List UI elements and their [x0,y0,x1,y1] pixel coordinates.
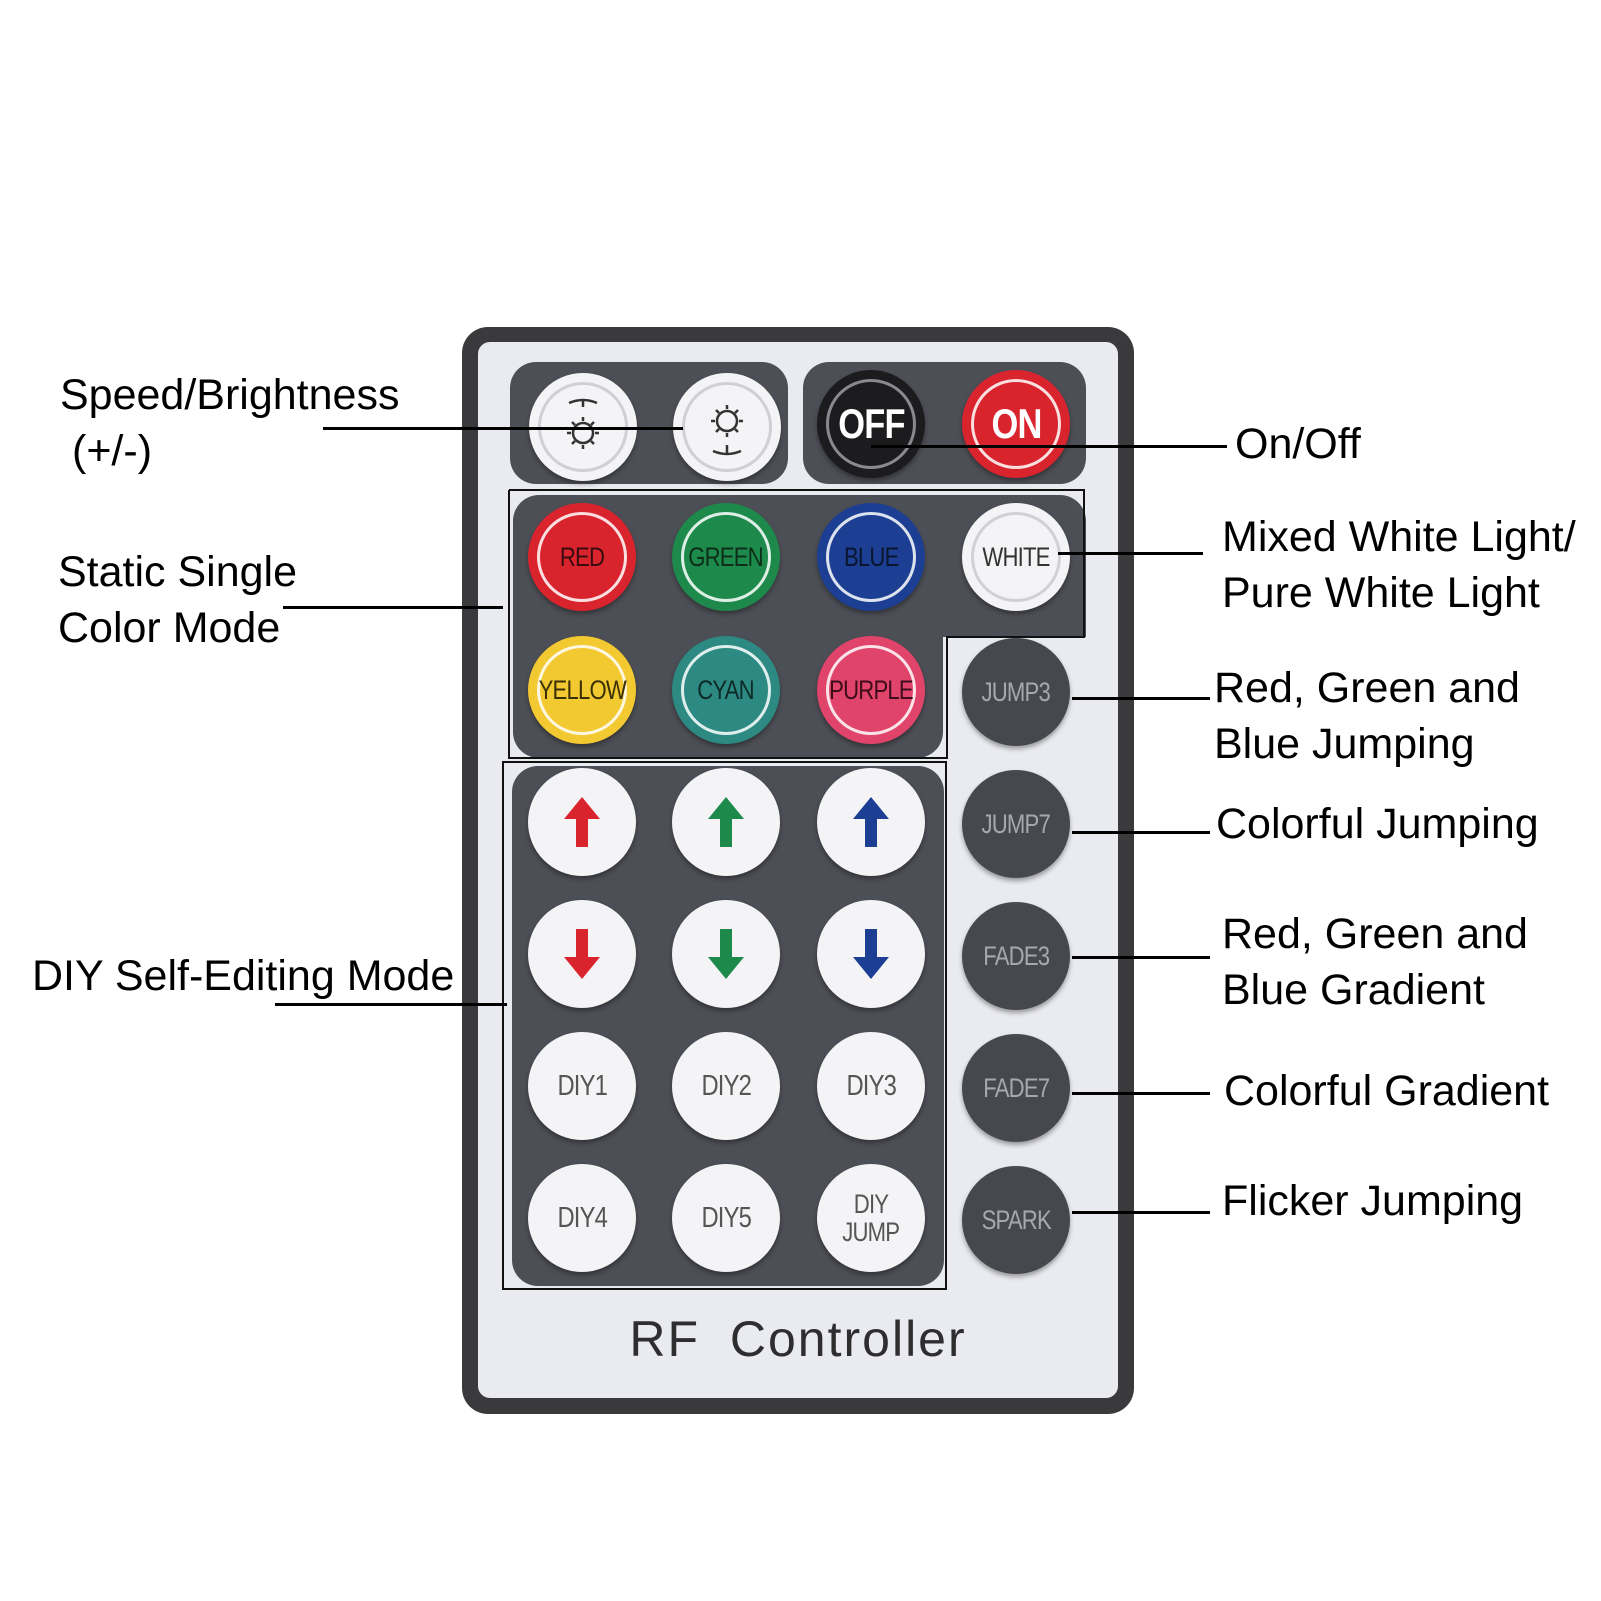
blue-label: BLUE [843,542,899,572]
brightness-up-icon [711,405,743,456]
diy-jump-label-line2: JUMP [842,1217,901,1247]
callout-mixed-white-1: Mixed White Light/ [1222,513,1576,561]
fade3-label: FADE3 [982,941,1050,971]
arrow-up-icon [564,797,600,847]
arrow-up-icon [708,797,744,847]
brightness-down-icon [567,398,599,449]
leader-colorful-jumping [1072,831,1210,834]
on-button[interactable]: ON [962,370,1070,478]
green-up-button[interactable] [672,768,780,876]
on-label: ON [990,400,1042,447]
callout-speed-brightness-sub: (+/-) [72,427,153,475]
yellow-label: YELLOW [538,675,626,705]
leader-mixed-white [1058,552,1203,555]
diy1-label: DIY1 [557,1070,607,1102]
callout-on-off: On/Off [1235,420,1361,468]
diy5-label: DIY5 [701,1202,751,1234]
leader-colorful-gradient [1072,1092,1210,1095]
brightness-up-button[interactable] [673,373,781,481]
leader-speed-brightness [323,427,683,430]
arrow-up-icon [853,797,889,847]
leader-on-off [871,445,1227,448]
jump3-button[interactable]: JUMP3 [962,638,1070,746]
red-button[interactable]: RED [528,503,636,611]
diy4-label: DIY4 [557,1202,607,1234]
callout-static-single-2: Color Mode [58,604,281,652]
callout-static-single-1: Static Single [58,548,298,596]
callout-colorful-jumping: Colorful Jumping [1216,800,1539,848]
leader-flicker-jumping [1072,1211,1210,1214]
diy-jump-label-line1: DIY [853,1189,889,1219]
diy3-label: DIY3 [846,1070,896,1102]
callout-speed-brightness: Speed/Brightness [60,371,400,419]
white-label: WHITE [982,542,1050,572]
green-label: GREEN [688,542,764,572]
red-up-button[interactable] [528,768,636,876]
callout-flicker-jumping: Flicker Jumping [1222,1177,1524,1225]
cyan-button[interactable]: CYAN [672,636,780,744]
purple-button[interactable]: PURPLE [817,636,925,744]
red-down-button[interactable] [528,900,636,1008]
diy2-label: DIY2 [701,1070,751,1102]
leader-rgb-jumping [1072,697,1210,700]
white-button[interactable]: WHITE [962,503,1070,611]
spark-label: SPARK [981,1205,1051,1235]
jump7-label: JUMP7 [981,809,1051,839]
diy2-button[interactable]: DIY2 [672,1032,780,1140]
diy3-button[interactable]: DIY3 [817,1032,925,1140]
leader-diy-mode [275,1003,507,1006]
yellow-button[interactable]: YELLOW [528,636,636,744]
callout-rgb-gradient-2: Blue Gradient [1222,966,1485,1014]
cyan-label: CYAN [697,675,755,705]
arrow-down-icon [708,929,744,979]
spark-button[interactable]: SPARK [962,1166,1070,1274]
red-label: RED [559,542,605,572]
green-down-button[interactable] [672,900,780,1008]
diy-jump-button[interactable]: DIY JUMP [817,1164,925,1272]
arrow-down-icon [564,929,600,979]
blue-up-button[interactable] [817,768,925,876]
diy4-button[interactable]: DIY4 [528,1164,636,1272]
fade7-label: FADE7 [982,1073,1050,1103]
blue-down-button[interactable] [817,900,925,1008]
color-group-outline [508,489,1085,759]
callout-colorful-gradient: Colorful Gradient [1224,1067,1550,1115]
callout-rgb-jumping-2: Blue Jumping [1214,720,1475,768]
green-button[interactable]: GREEN [672,503,780,611]
callout-rgb-gradient-1: Red, Green and [1222,910,1528,958]
fade3-button[interactable]: FADE3 [962,902,1070,1010]
diy5-button[interactable]: DIY5 [672,1164,780,1272]
jump3-label: JUMP3 [981,677,1051,707]
callout-diy-mode: DIY Self-Editing Mode [32,952,455,1000]
diy-group-outline [502,761,947,1290]
callout-mixed-white-2: Pure White Light [1222,569,1540,617]
off-label: OFF [837,400,905,447]
purple-label: PURPLE [829,675,913,705]
arrow-down-icon [853,929,889,979]
off-button[interactable]: OFF [817,370,925,478]
blue-button[interactable]: BLUE [817,503,925,611]
diy1-button[interactable]: DIY1 [528,1032,636,1140]
fade7-button[interactable]: FADE7 [962,1034,1070,1142]
remote-title: RF Controller [629,1311,967,1367]
leader-rgb-gradient [1072,956,1210,959]
jump7-button[interactable]: JUMP7 [962,770,1070,878]
callout-rgb-jumping-1: Red, Green and [1214,664,1520,712]
leader-static-single [283,606,503,609]
